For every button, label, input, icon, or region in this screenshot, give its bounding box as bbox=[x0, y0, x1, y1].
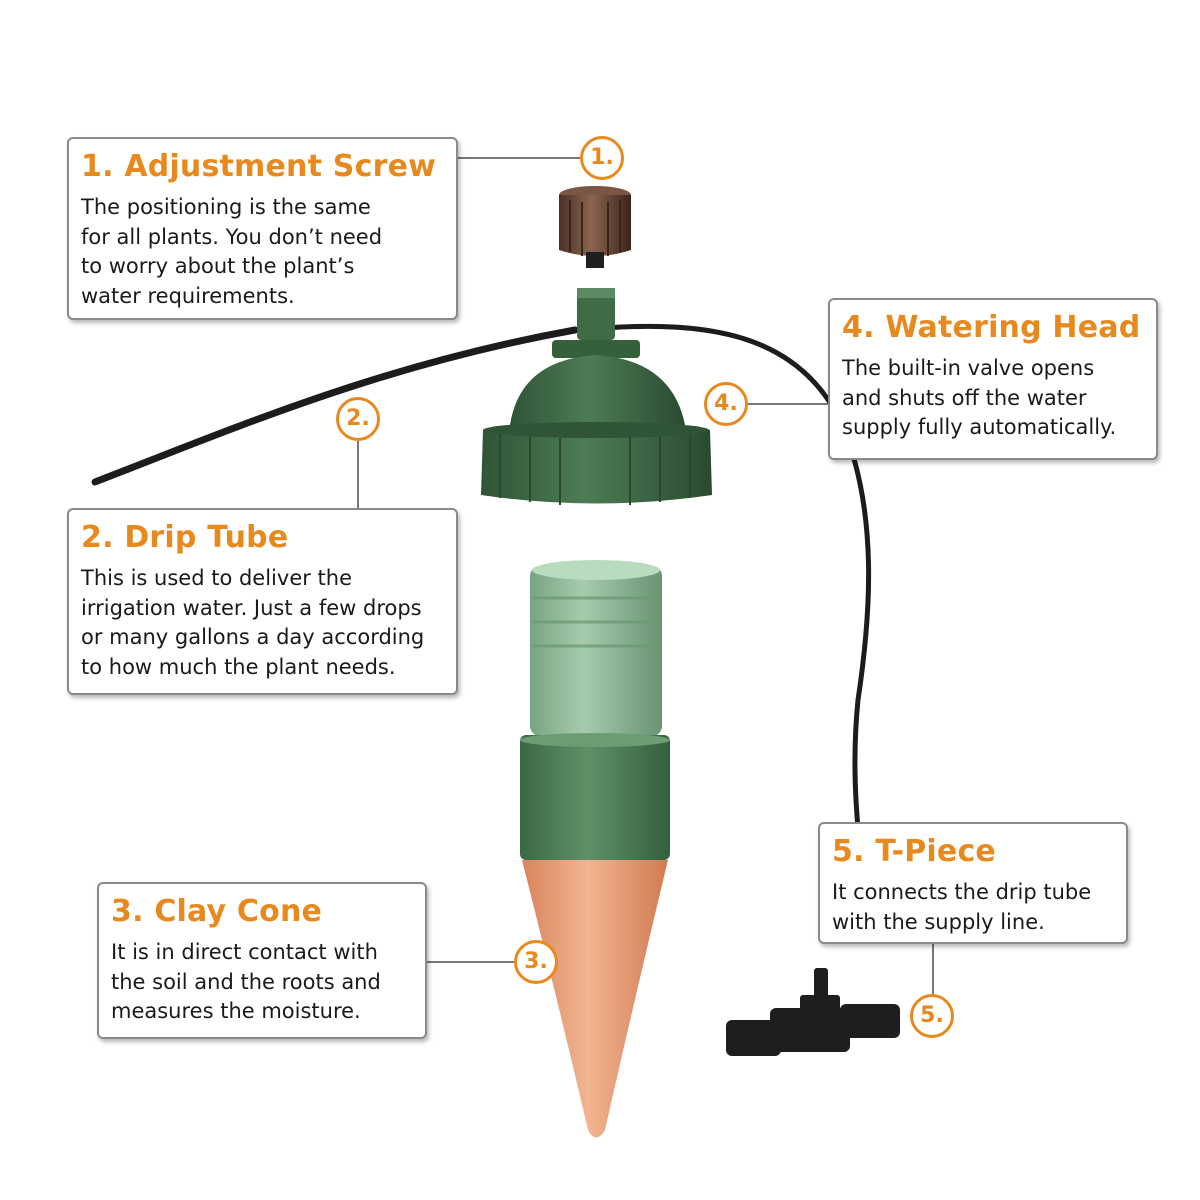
clay-cone-icon bbox=[520, 560, 670, 1138]
callout-text: The positioning is the same for all plan… bbox=[81, 195, 383, 308]
badge-1: 1. bbox=[580, 136, 624, 180]
callout-text: It connects the drip tube with the suppl… bbox=[832, 880, 1092, 934]
callout-adjustment-screw: 1. Adjustment Screw The positioning is t… bbox=[67, 137, 458, 320]
callout-text: The built-in valve opens and shuts off t… bbox=[842, 356, 1117, 439]
drip-tube-left bbox=[91, 326, 579, 486]
t-piece-icon bbox=[726, 968, 900, 1056]
supply-tube bbox=[602, 323, 872, 853]
watering-head-icon bbox=[481, 288, 712, 505]
badge-3: 3. bbox=[514, 940, 558, 984]
callout-title: 4. Watering Head bbox=[842, 310, 1141, 345]
callout-text: It is in direct contact with the soil an… bbox=[111, 940, 381, 1023]
callout-clay-cone: 3. Clay Cone It is in direct contact wit… bbox=[97, 882, 427, 1039]
adjustment-screw-icon bbox=[559, 186, 631, 268]
callout-title: 3. Clay Cone bbox=[111, 894, 323, 929]
callout-text: This is used to deliver the irrigation w… bbox=[81, 566, 425, 679]
badge-2: 2. bbox=[336, 397, 380, 441]
badge-5: 5. bbox=[910, 994, 954, 1038]
callout-title: 5. T-Piece bbox=[832, 834, 996, 869]
callout-drip-tube: 2. Drip Tube This is used to deliver the… bbox=[67, 508, 458, 695]
callout-title: 1. Adjustment Screw bbox=[81, 149, 437, 184]
callout-title: 2. Drip Tube bbox=[81, 520, 289, 555]
callout-watering-head: 4. Watering Head The built-in valve open… bbox=[828, 298, 1158, 460]
callout-t-piece: 5. T-Piece It connects the drip tube wit… bbox=[818, 822, 1128, 944]
badge-4: 4. bbox=[704, 382, 748, 426]
